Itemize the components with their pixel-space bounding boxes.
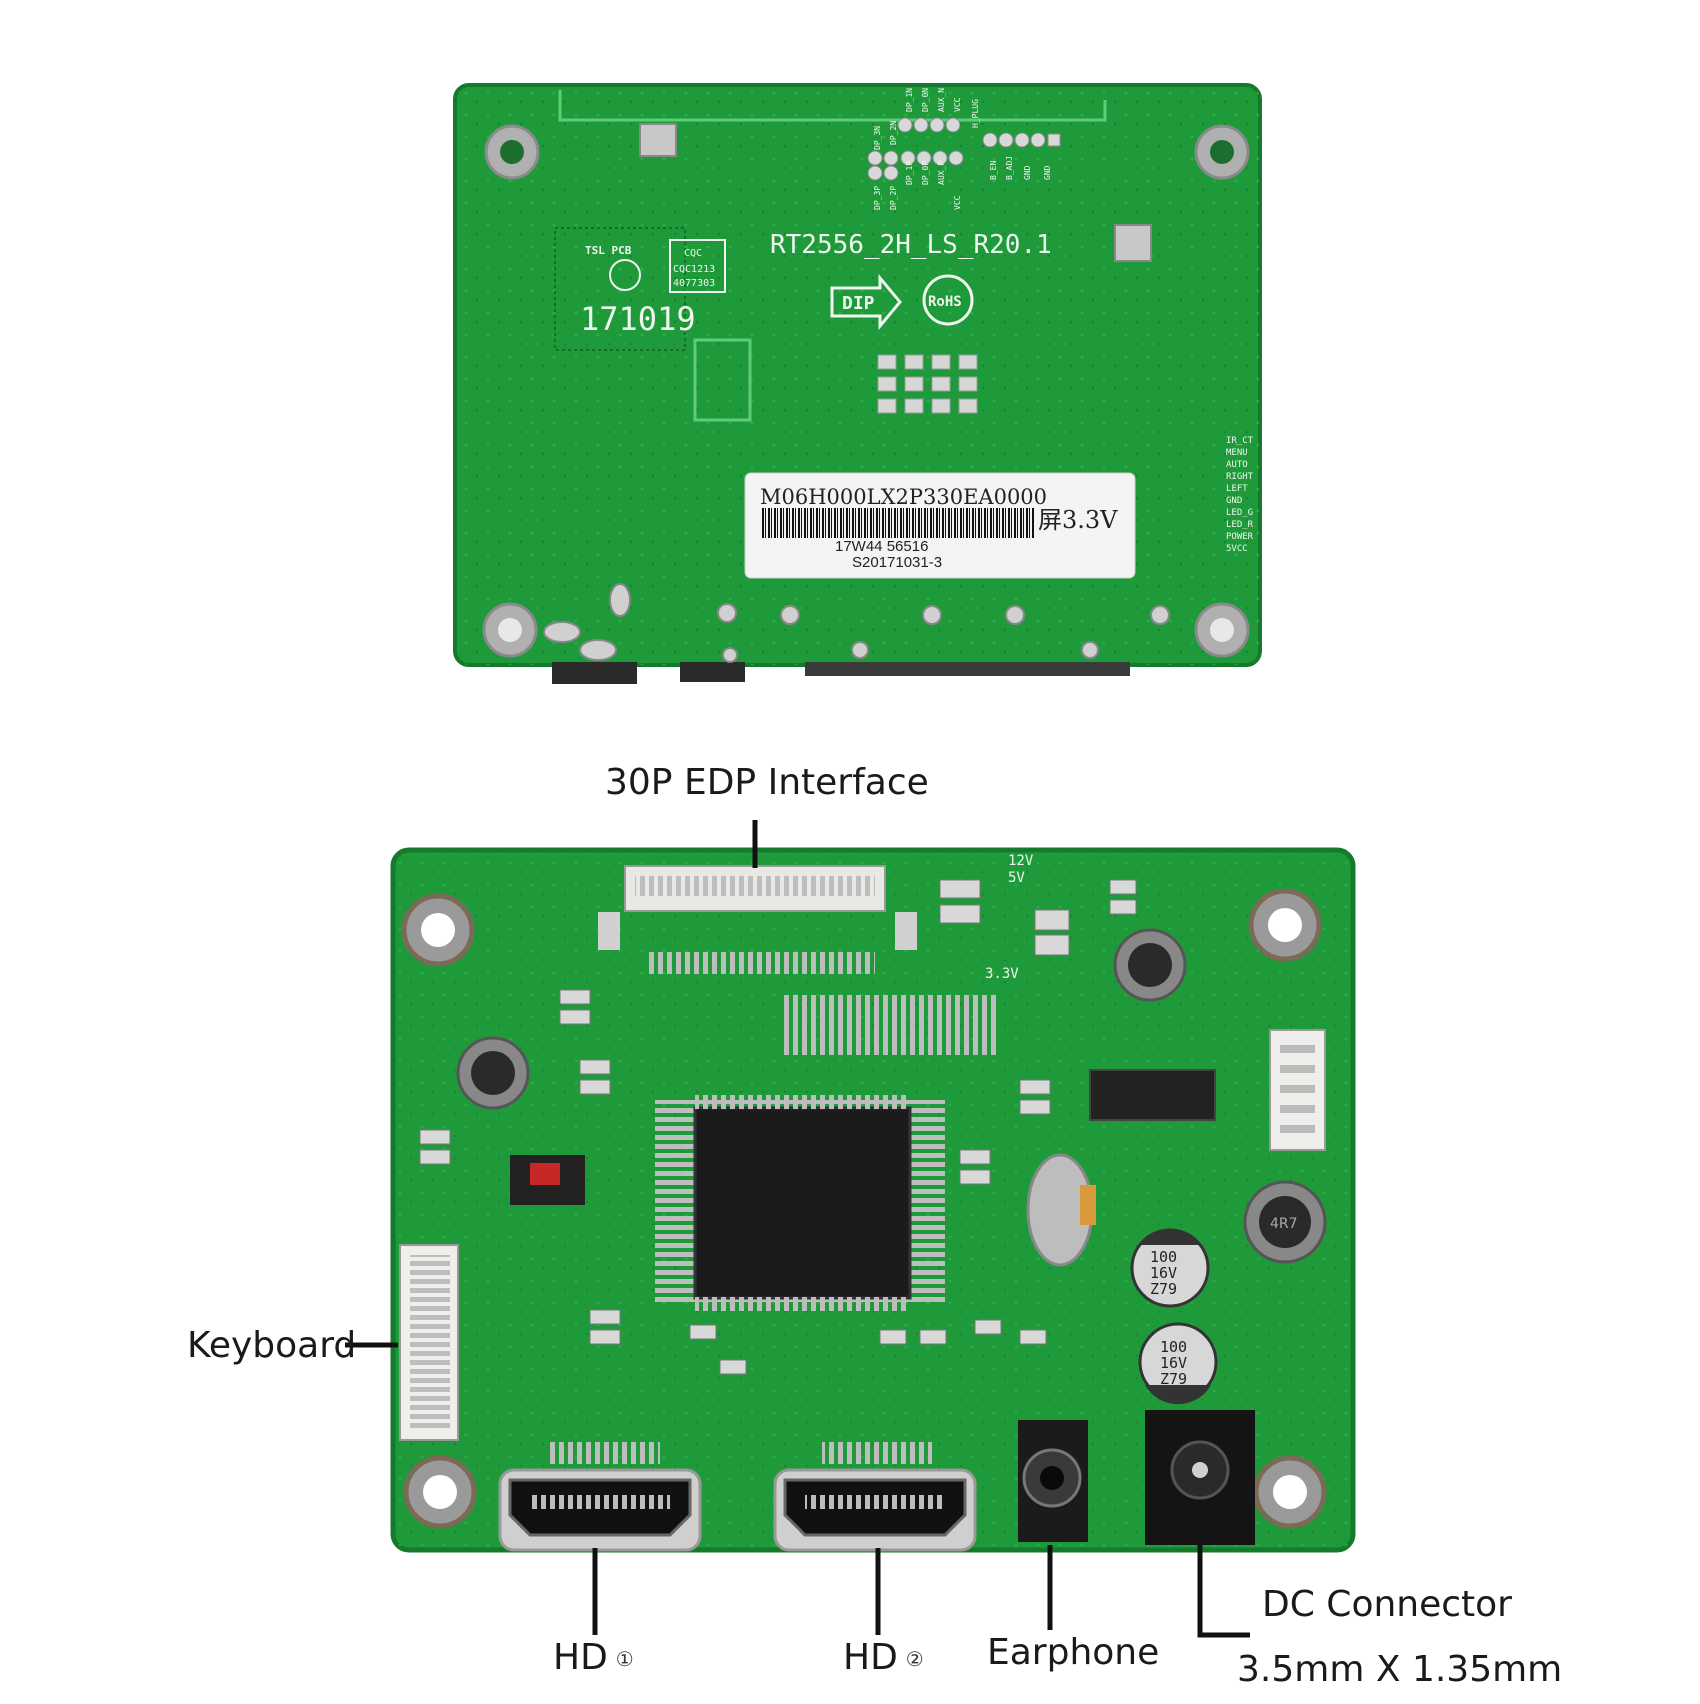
svg-text:DP_2N: DP_2N — [889, 121, 898, 145]
dip-arrow-icon — [830, 273, 902, 331]
sticker-line2: 17W44 56516 — [835, 538, 928, 555]
rear-dp-pin-labels: DP_3N DP_2N DP_1N DP_0N AUX_N VCC H_PLUG… — [873, 88, 1052, 210]
svg-text:B_ADJ: B_ADJ — [1005, 156, 1014, 180]
hd2-text: HD — [843, 1637, 898, 1678]
sticker-line1: M06H000LX2P330EA0000 — [760, 485, 1047, 509]
svg-text:5VCC: 5VCC — [1226, 544, 1248, 554]
svg-text:LED_G: LED_G — [1226, 508, 1253, 518]
svg-text:LEFT: LEFT — [1226, 484, 1248, 494]
hd1-number: ① — [615, 1647, 634, 1671]
svg-text:GND: GND — [1043, 165, 1052, 180]
hd1-text: HD — [553, 1637, 608, 1678]
rear-date-code: 171019 — [580, 300, 696, 338]
svg-text:100: 100 — [1160, 1338, 1187, 1356]
svg-text:DP_0N: DP_0N — [921, 88, 930, 112]
svg-text:16V: 16V — [1160, 1354, 1187, 1372]
svg-text:DP_3P: DP_3P — [873, 186, 882, 210]
rear-model-marking: RT2556_2H_LS_R20.1 — [770, 230, 1052, 260]
dc-leader — [1197, 1545, 1250, 1638]
hd2-label: HD ② — [843, 1640, 924, 1676]
rear-mounting-holes — [482, 124, 1250, 658]
svg-text:MENU: MENU — [1226, 448, 1248, 458]
rear-board: 171019 RT2556_2H_LS_R20.1 TSL PCB CQC CQ… — [453, 83, 1262, 684]
edp-connector — [598, 865, 917, 974]
svg-text:AUX_P: AUX_P — [937, 161, 946, 185]
callout-leader-lines — [345, 820, 1250, 1638]
secondary-ic-chip — [1089, 1069, 1216, 1121]
dc-size-label: 3.5mm X 1.35mm — [1237, 1649, 1563, 1690]
inductors: 4R7 — [456, 928, 1327, 1264]
front-board: 4R7 100 16V Z79 100 16V Z79 12V 5V 3.3V — [390, 847, 1356, 1553]
hdmi-port-1 — [498, 1442, 702, 1552]
silk-12v: 12V — [1008, 853, 1034, 869]
svg-text:B_EN: B_EN — [989, 161, 998, 180]
sticker-voltage: 屏3.3V — [1038, 506, 1118, 534]
hd2-number: ② — [905, 1647, 924, 1671]
rear-cqc-mark: CQC — [684, 248, 702, 259]
keyboard-label: Keyboard — [187, 1325, 357, 1366]
svg-text:16V: 16V — [1150, 1264, 1177, 1282]
smd-components — [419, 879, 1137, 1375]
svg-text:VCC: VCC — [953, 195, 962, 210]
svg-text:GND: GND — [1023, 165, 1032, 180]
svg-text:AUX_N: AUX_N — [937, 88, 946, 112]
rear-cqc-code-1: CQC1213 — [673, 264, 715, 275]
svg-text:RIGHT: RIGHT — [1226, 472, 1254, 482]
barcode — [760, 508, 1035, 538]
edp-interface-label: 30P EDP Interface — [605, 762, 929, 803]
svg-text:100: 100 — [1150, 1248, 1177, 1266]
inductor-mark: 4R7 — [1270, 1216, 1298, 1232]
hdmi-port-2 — [773, 1442, 977, 1552]
rear-rohs-mark: RoHS — [928, 294, 962, 310]
rear-cqc-code-2: 4077303 — [673, 278, 715, 289]
globe-icon — [609, 259, 641, 291]
svg-text:GND: GND — [1226, 496, 1242, 506]
earphone-label: Earphone — [987, 1632, 1160, 1673]
dc-connector — [1145, 1410, 1255, 1545]
main-ic-chip — [655, 1095, 945, 1311]
svg-text:H_PLUG: H_PLUG — [971, 99, 980, 128]
svg-text:VCC: VCC — [953, 97, 962, 112]
svg-text:DP_2P: DP_2P — [889, 186, 898, 210]
earphone-jack — [1018, 1420, 1088, 1542]
rear-barcode-sticker: M06H000LX2P330EA0000 屏3.3V 17W44 56516 S… — [744, 472, 1136, 579]
keyboard-connector — [399, 1244, 459, 1441]
svg-text:DP_1N: DP_1N — [905, 88, 914, 112]
svg-text:IR_CT: IR_CT — [1226, 436, 1254, 446]
svg-text:DP_0P: DP_0P — [921, 161, 930, 185]
rear-dip-mark: DIP — [842, 293, 875, 314]
rear-key-pin-labels: IR_CT MENU AUTO RIGHT LEFT GND LED_G LED… — [1226, 436, 1254, 554]
svg-text:DP_3N: DP_3N — [873, 126, 882, 150]
svg-text:DP_1P: DP_1P — [905, 161, 914, 185]
silk-33v: 3.3V — [985, 966, 1019, 982]
rear-pcb-logo: TSL PCB — [585, 244, 632, 257]
silk-5v: 5V — [1008, 870, 1025, 886]
rear-connector-shadow — [552, 662, 637, 684]
hd1-label: HD ① — [553, 1640, 634, 1676]
dc-connector-label: DC Connector — [1262, 1584, 1512, 1625]
svg-text:Z79: Z79 — [1150, 1280, 1177, 1298]
svg-text:POWER: POWER — [1226, 532, 1254, 542]
front-mounting-holes — [401, 888, 1327, 1529]
sticker-line3: S20171031-3 — [852, 554, 942, 571]
svg-text:LED_R: LED_R — [1226, 520, 1254, 530]
svg-text:AUTO: AUTO — [1226, 460, 1248, 470]
electrolytic-capacitors: 100 16V Z79 100 16V Z79 — [1130, 1228, 1218, 1405]
svg-text:Z79: Z79 — [1160, 1370, 1187, 1388]
